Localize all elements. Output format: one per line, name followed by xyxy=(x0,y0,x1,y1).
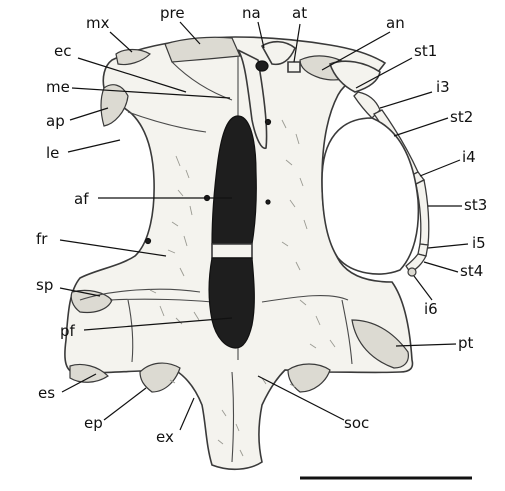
anterior-nostril xyxy=(256,61,268,71)
label-i6: i6 xyxy=(424,300,438,318)
leader-st4 xyxy=(424,262,458,272)
leader-le xyxy=(68,140,120,152)
label-at: at xyxy=(292,4,307,22)
pore-nasal xyxy=(266,120,271,125)
epiphyseal-bar xyxy=(212,244,252,258)
epiotic-left xyxy=(140,363,180,392)
label-le: le xyxy=(46,144,59,162)
label-ap: ap xyxy=(46,112,65,130)
leader-ex xyxy=(180,398,194,430)
label-es: es xyxy=(38,384,55,402)
leader-mx xyxy=(110,32,132,52)
infraorbital-i6 xyxy=(408,268,416,276)
label-sp: sp xyxy=(36,276,53,294)
label-ep: ep xyxy=(84,414,103,432)
leader-i4 xyxy=(420,160,460,176)
label-an: an xyxy=(386,14,405,32)
leader-st2 xyxy=(394,118,448,136)
label-st4: st4 xyxy=(460,262,483,280)
label-i4: i4 xyxy=(462,148,476,166)
leader-i5 xyxy=(428,244,468,248)
orbit-right xyxy=(322,118,418,274)
label-soc: soc xyxy=(344,414,369,432)
label-st2: st2 xyxy=(450,108,473,126)
leader-i3 xyxy=(380,92,432,108)
label-me: me xyxy=(46,78,70,96)
epiotic-right xyxy=(288,364,330,392)
label-fr: fr xyxy=(36,230,48,248)
label-st3: st3 xyxy=(464,196,487,214)
label-st1: st1 xyxy=(414,42,437,60)
label-ex: ex xyxy=(156,428,174,446)
label-pt: pt xyxy=(458,334,474,352)
label-ec: ec xyxy=(54,42,71,60)
label-na: na xyxy=(242,4,261,22)
label-i5: i5 xyxy=(472,234,486,252)
nostril-right xyxy=(288,62,300,72)
label-i3: i3 xyxy=(436,78,450,96)
label-pf: pf xyxy=(60,322,76,340)
label-pre: pre xyxy=(160,4,185,22)
pore-fr xyxy=(146,239,151,244)
skull-drawing xyxy=(65,37,429,469)
pore-af-right xyxy=(266,200,270,204)
label-af: af xyxy=(74,190,89,208)
label-mx: mx xyxy=(86,14,110,32)
leader-ep xyxy=(104,388,146,420)
leader-i6 xyxy=(414,276,432,300)
